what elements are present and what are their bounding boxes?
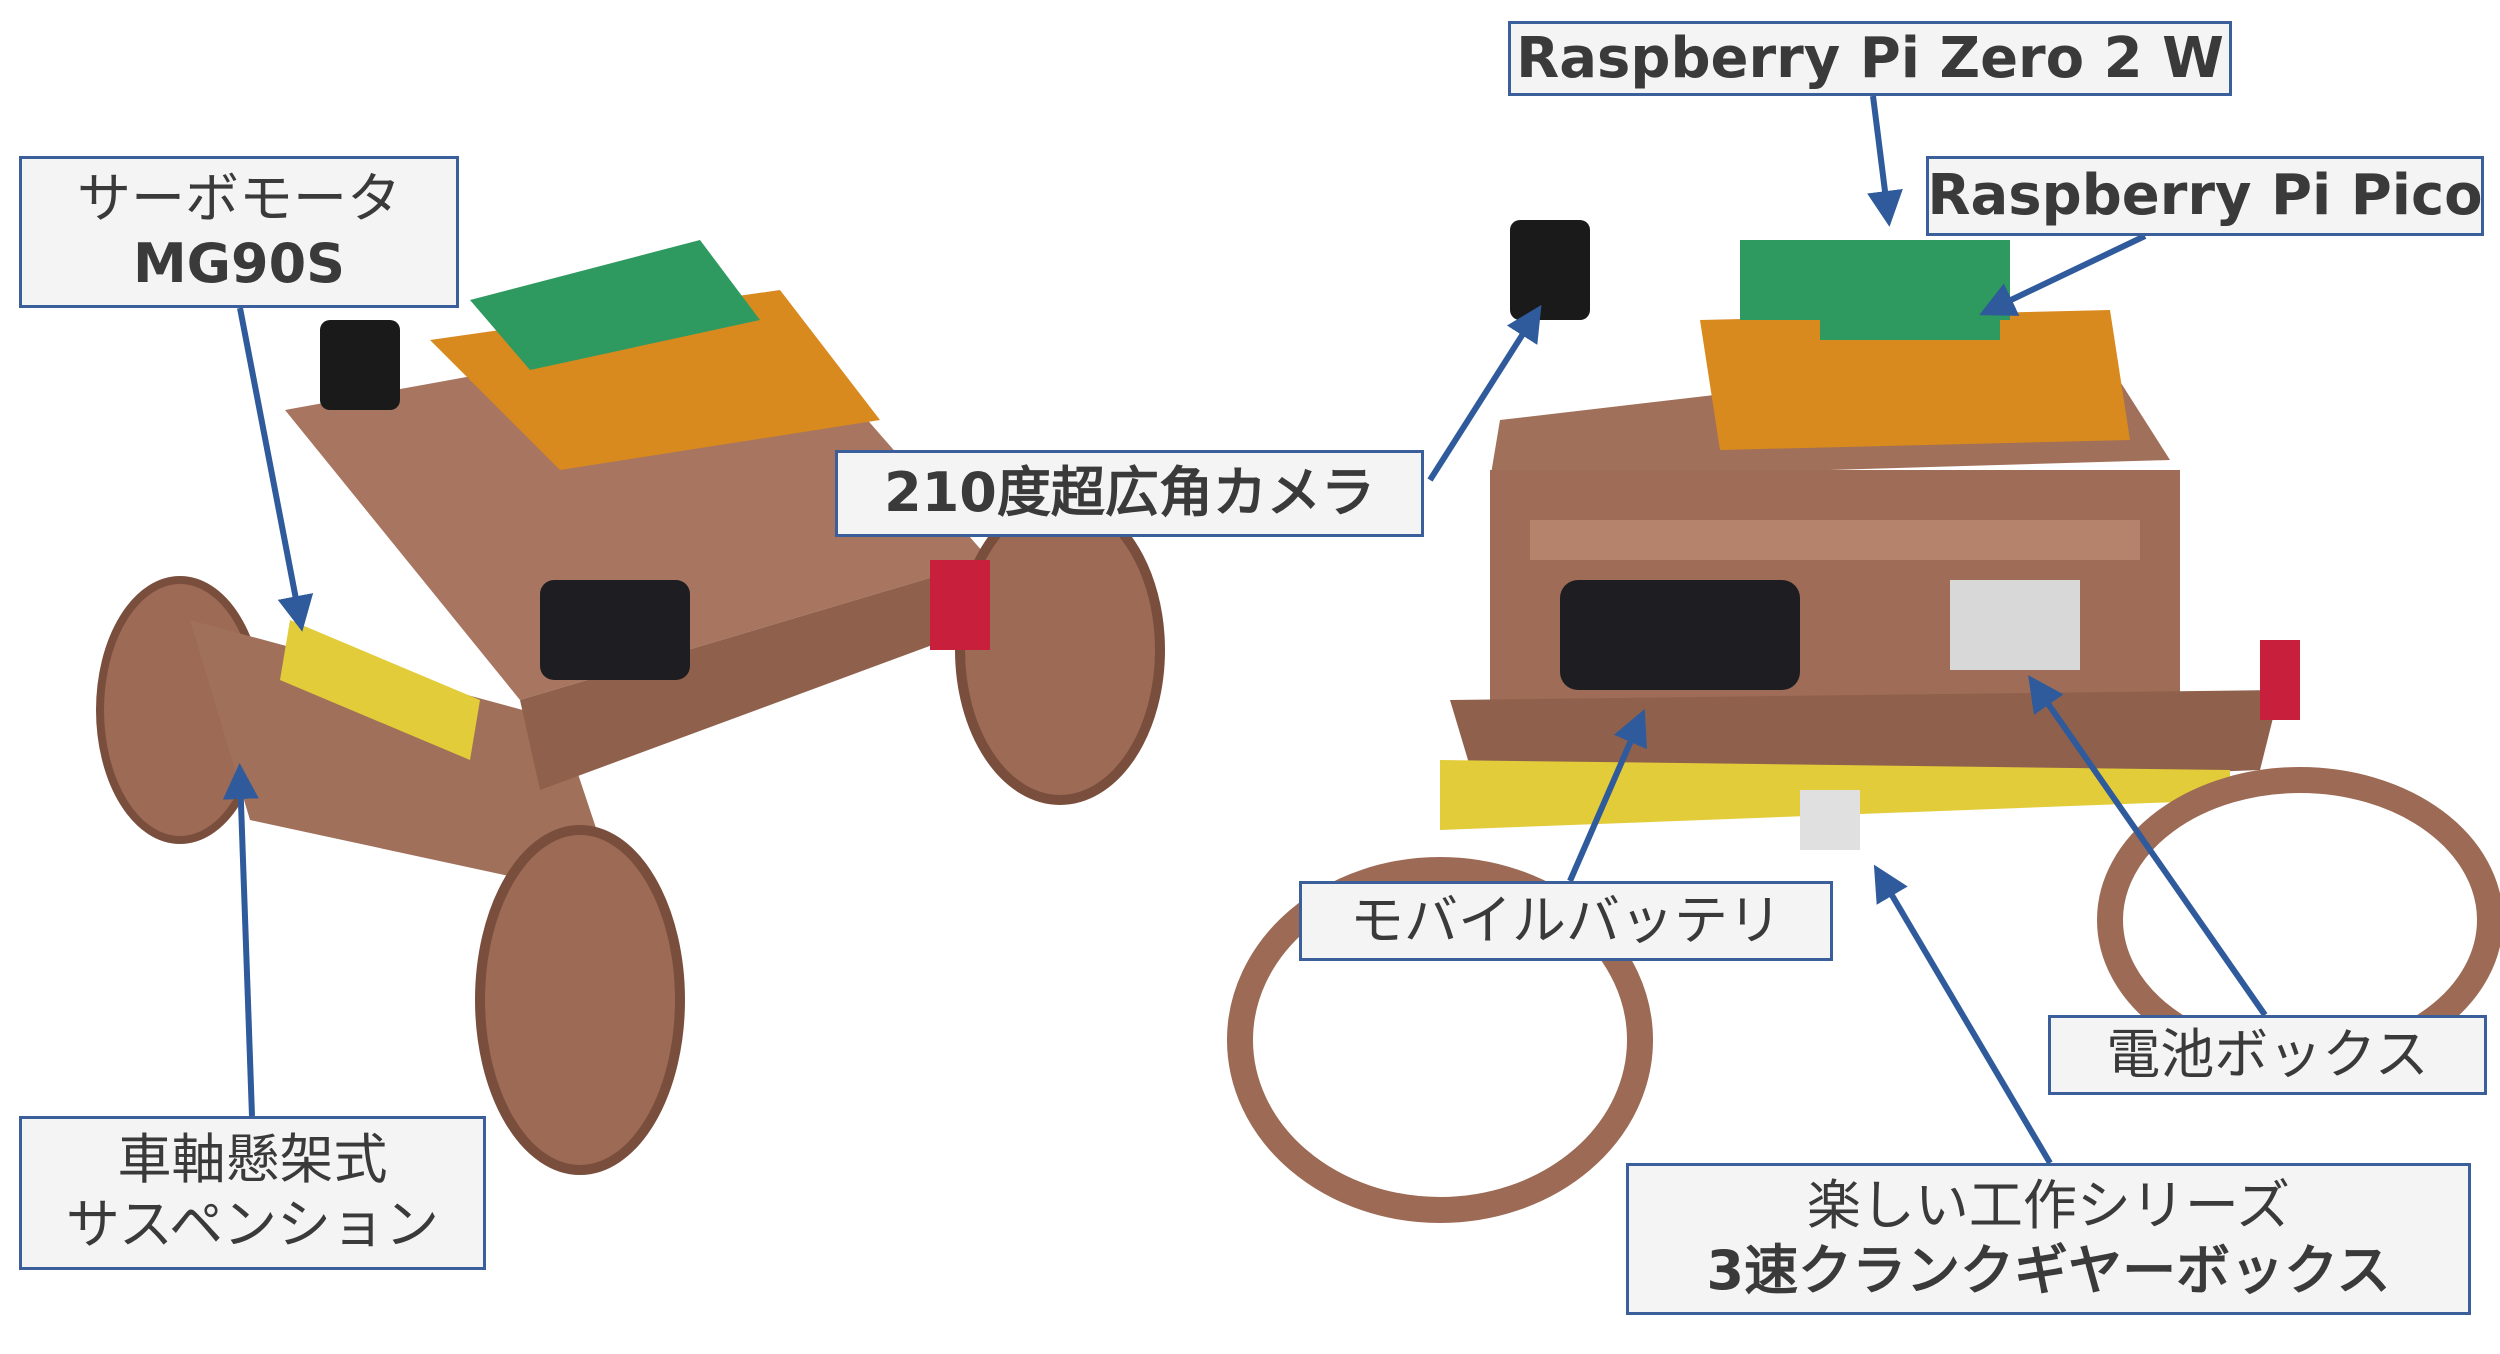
left-front-wheel (475, 825, 685, 1175)
label-pi-zero: Raspberry Pi Zero 2 W (1508, 21, 2232, 96)
left-motor (930, 560, 990, 650)
left-battery (540, 580, 690, 680)
left-camera (320, 320, 400, 410)
label-battery: モバイルバッテリ (1299, 881, 1833, 961)
right-battery (1560, 580, 1800, 690)
label-battery-box: 電池ボックス (2048, 1015, 2487, 1095)
label-suspension: 車軸懸架式 サスペンション (19, 1116, 486, 1270)
left-robot (96, 240, 1165, 1175)
right-pi-pico (1820, 290, 2000, 340)
right-shelf (1530, 520, 2140, 560)
right-front-wheel (1227, 857, 1653, 1223)
left-lower-plate (520, 560, 1000, 790)
right-battery-box (1950, 580, 2080, 670)
label-servo: サーボモータ MG90S (19, 156, 459, 308)
label-gearbox: 楽しい工作シリーズ 3速クランクギヤーボックス (1626, 1163, 2471, 1315)
right-camera (1510, 220, 1590, 320)
right-pcb (1700, 310, 2130, 450)
right-gearbox (1800, 790, 1860, 850)
left-chassis-base (190, 620, 620, 900)
label-camera: 210度超広角カメラ (835, 450, 1424, 537)
right-motor (2260, 640, 2300, 720)
right-robot (1227, 220, 2500, 1223)
left-pi-board (470, 240, 760, 370)
left-strut (280, 620, 480, 760)
label-pi-pico: Raspberry Pi Pico (1926, 156, 2484, 236)
